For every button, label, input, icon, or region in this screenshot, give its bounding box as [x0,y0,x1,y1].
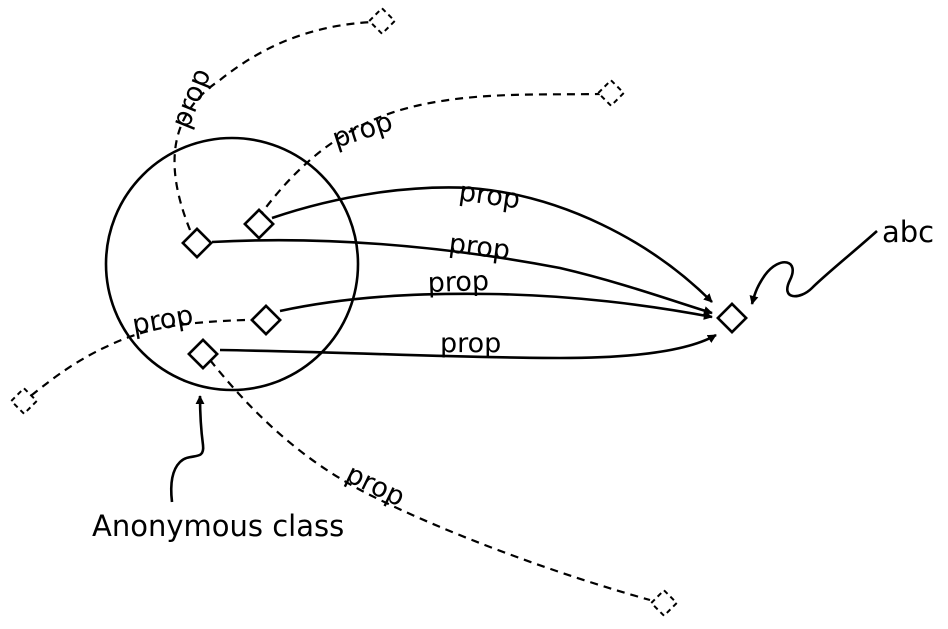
node-b [243,208,275,240]
node-d [187,338,219,370]
label-prop-bottom: prop [341,458,410,513]
label-prop-solid-3: prop [427,266,489,299]
anonymous-class-circle [104,136,360,392]
solid-edge-2 [211,238,713,315]
label-prop-left: prop [130,300,196,341]
anonymous-class-callout-line [169,395,205,503]
label-prop-upper-right: prop [329,106,397,154]
external-node-upper-right [596,78,626,108]
external-node-bottom [649,588,679,618]
node-a [181,227,213,259]
label-abc: abc [882,215,934,249]
label-prop-solid-2: prop [447,228,512,266]
external-node-top [367,6,397,36]
node-c [250,304,282,336]
label-prop-solid-4: prop [440,328,501,359]
node-abc [716,302,748,334]
dashed-edge-left [27,318,246,399]
dashed-edge-bottom [209,359,651,602]
dashed-edge-top [173,20,373,231]
label-prop-solid-1: prop [457,176,522,215]
abc-callout-line [749,230,878,305]
solid-edge-3 [279,292,713,320]
label-anonymous-class: Anonymous class [92,509,344,543]
solid-edge-1 [271,186,713,303]
solid-edge-4 [219,333,717,360]
label-prop-top: prop [166,64,218,132]
dashed-edge-upper-right [257,92,601,219]
external-node-left [9,386,39,416]
